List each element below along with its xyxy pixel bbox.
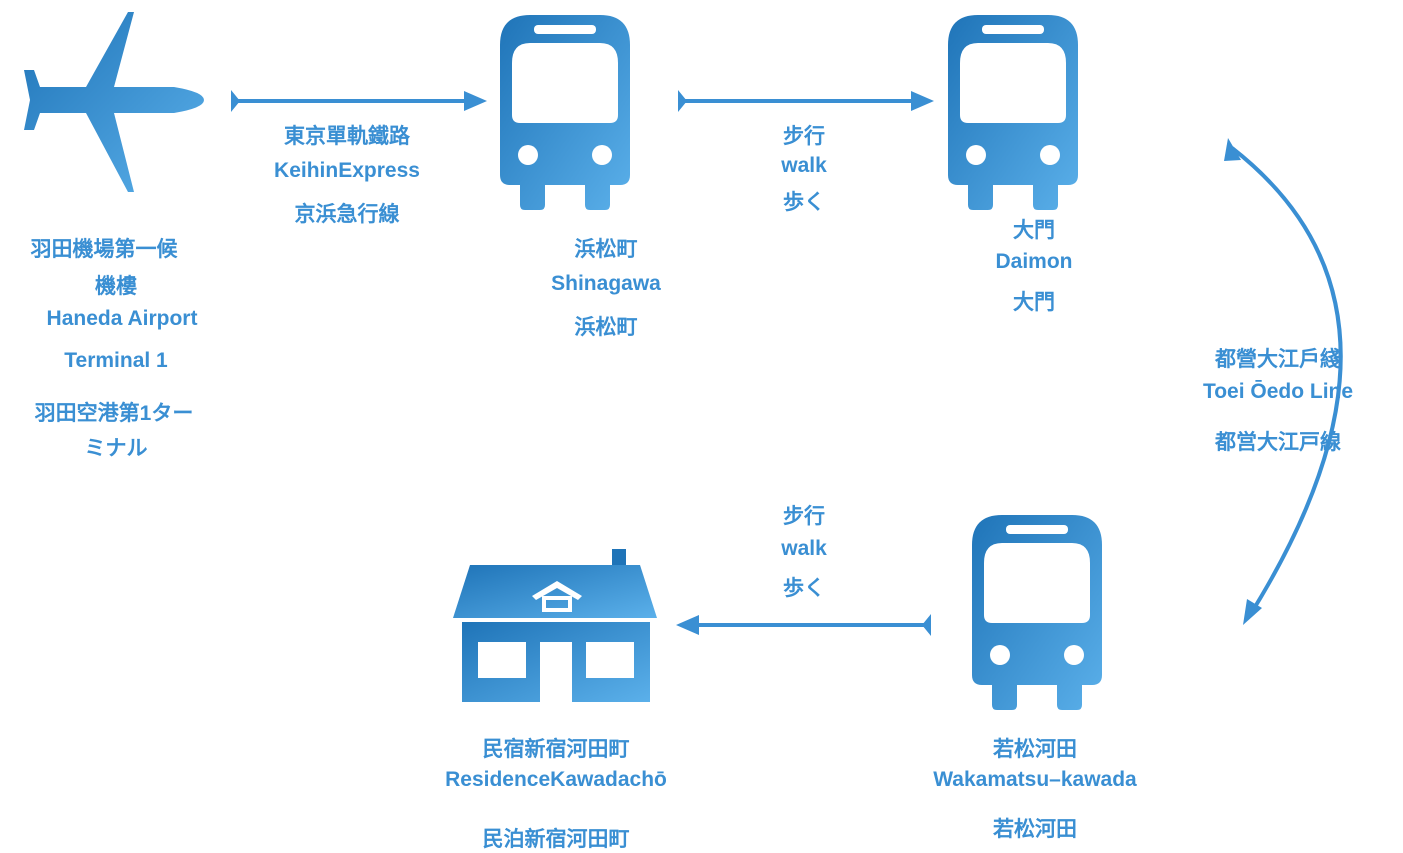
- leg2-label-ja: 歩く: [783, 191, 825, 214]
- station2-name-en: Daimon: [995, 250, 1073, 273]
- airport-name-en-2: Terminal 1: [64, 349, 168, 372]
- leg3-label-ja: 都営大江戸線: [1215, 431, 1341, 454]
- leg2-label-zh: 步行: [783, 125, 825, 148]
- station3-name-ja: 若松河田: [993, 818, 1077, 841]
- station3-name-en: Wakamatsu–kawada: [933, 768, 1137, 791]
- station3-name-zh: 若松河田: [993, 738, 1077, 761]
- airport-name-zh-1: 羽田機場第一候: [30, 238, 178, 261]
- leg4-label-zh: 步行: [783, 505, 825, 528]
- leg3-label-zh: 都營大江戶綫: [1215, 348, 1341, 371]
- leg4-label-ja: 歩く: [783, 577, 825, 600]
- leg2-label-en: walk: [781, 154, 827, 177]
- station2-name-zh: 大門: [1013, 219, 1055, 242]
- destination-name-ja: 民泊新宿河田町: [482, 828, 630, 851]
- arrow-leg1: [231, 90, 487, 112]
- arrow-leg4: [676, 614, 931, 636]
- station2-name-ja: 大門: [1013, 291, 1055, 314]
- leg1-label-zh: 東京單軌鐵路: [284, 125, 410, 148]
- house-icon: [453, 549, 657, 702]
- airplane-icon: [24, 12, 204, 192]
- destination-name-en: ResidenceKawadachō: [445, 768, 667, 791]
- station1-name-ja: 浜松町: [574, 316, 638, 339]
- bus-icon: [500, 15, 630, 210]
- leg4-label-en: walk: [781, 537, 827, 560]
- leg1-label-en: KeihinExpress: [274, 159, 420, 182]
- airport-name-en-1: Haneda Airport: [46, 307, 198, 330]
- airport-name-ja-2: ミナル: [84, 437, 148, 460]
- bus-icon: [948, 15, 1078, 210]
- station1-name-en: Shinagawa: [551, 272, 661, 295]
- destination-name-zh: 民宿新宿河田町: [482, 738, 630, 761]
- arrow-leg2: [678, 90, 934, 112]
- airport-name-zh-2: 機樓: [95, 275, 137, 298]
- leg1-label-ja: 京浜急行線: [294, 203, 400, 226]
- arrow-leg3: [1224, 138, 1343, 625]
- station1-name-zh: 浜松町: [574, 238, 638, 261]
- bus-icon: [972, 515, 1102, 710]
- airport-name-ja-1: 羽田空港第1ター: [34, 402, 194, 425]
- leg3-label-en: Toei Ōedo Line: [1202, 380, 1354, 403]
